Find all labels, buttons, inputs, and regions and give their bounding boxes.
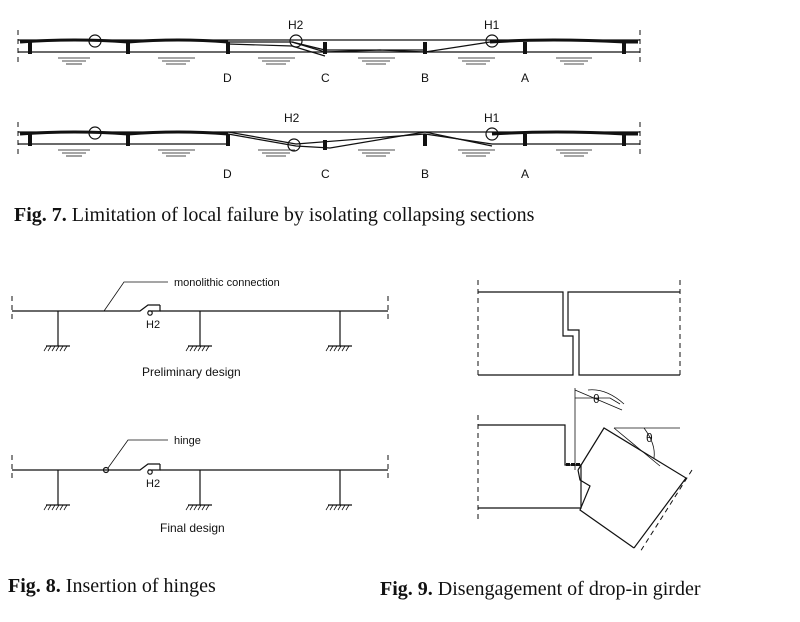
fig9-bearing-marks xyxy=(566,463,580,466)
fig9-bottom-diagram: θ θ xyxy=(477,388,693,553)
fig7-bottom-label-b: B xyxy=(421,167,429,181)
fig7-bottom-label-h1: H1 xyxy=(484,111,500,125)
fig8-preliminary-diagram: monolithic connection H2 Preliminary des… xyxy=(11,277,389,379)
fig7-bottom-label-d: D xyxy=(223,167,232,181)
fig7-top-hinge-h2-circle xyxy=(289,34,303,48)
fig7-bottom-diagram: H2 H1 D C B A xyxy=(17,111,641,181)
fig8-prelim-title: Preliminary design xyxy=(142,365,241,379)
fig8-prelim-callout: monolithic connection xyxy=(174,277,280,289)
fig7-caption-bold: Fig. 7. xyxy=(14,204,67,226)
fig7-top-label-h1: H1 xyxy=(484,18,500,32)
fig7-bottom-label-a: A xyxy=(521,167,529,181)
fig7-top-ground-marks xyxy=(58,57,592,65)
fig9-top-diagram xyxy=(477,280,681,378)
fig7-top-label-h2: H2 xyxy=(288,18,304,32)
fig7-top-piers xyxy=(28,42,626,54)
fig7-top-hinge-h1-circle xyxy=(485,34,499,48)
fig7-top-label-a: A xyxy=(521,71,529,85)
fig9-caption-bold: Fig. 9. xyxy=(380,578,433,600)
fig8-final-title: Final design xyxy=(160,521,225,535)
fig8-caption: Fig. 8. Insertion of hinges xyxy=(8,575,216,597)
fig8-final-hinge-circle xyxy=(102,466,110,474)
fig7-caption-text: Limitation of local failure by isolating… xyxy=(67,204,535,226)
fig7-bottom-hinge-left-circle xyxy=(88,126,102,140)
fig8-final-diagram: hinge H2 Final design xyxy=(11,435,389,535)
fig8-prelim-fixed-supports xyxy=(43,345,352,352)
fig7-top-label-c: C xyxy=(321,71,330,85)
fig8-final-fixed-supports xyxy=(43,504,352,511)
fig7-top-label-d: D xyxy=(223,71,232,85)
fig8-prelim-hinge-label: H2 xyxy=(146,319,160,331)
fig7-caption: Fig. 7. Limitation of local failure by i… xyxy=(14,204,535,226)
fig8-final-hinge-label: H2 xyxy=(146,478,160,490)
fig9-caption: Fig. 9. Disengagement of drop-in girder xyxy=(380,578,701,600)
fig7-top-label-b: B xyxy=(421,71,429,85)
fig8-caption-bold: Fig. 8. xyxy=(8,575,61,597)
fig7-bottom-piers xyxy=(28,134,626,150)
fig7-bottom-hinge-h1-circle xyxy=(485,127,499,141)
fig7-bottom-label-h2: H2 xyxy=(284,111,300,125)
fig7-bottom-label-c: C xyxy=(321,167,330,181)
fig9-theta-label-1: θ xyxy=(593,392,600,406)
fig7-top-diagram: H2 H1 D C B A xyxy=(17,18,641,85)
fig9-theta-label-2: θ xyxy=(646,431,653,445)
fig7-top-hinge-left-circle xyxy=(88,34,102,48)
fig7-bottom-hinge-h2-circle xyxy=(287,138,301,152)
fig9-caption-text: Disengagement of drop-in girder xyxy=(433,578,701,600)
fig7-bottom-ground-marks xyxy=(58,149,592,157)
fig8-final-callout: hinge xyxy=(174,435,201,447)
fig8-caption-text: Insertion of hinges xyxy=(61,575,216,597)
